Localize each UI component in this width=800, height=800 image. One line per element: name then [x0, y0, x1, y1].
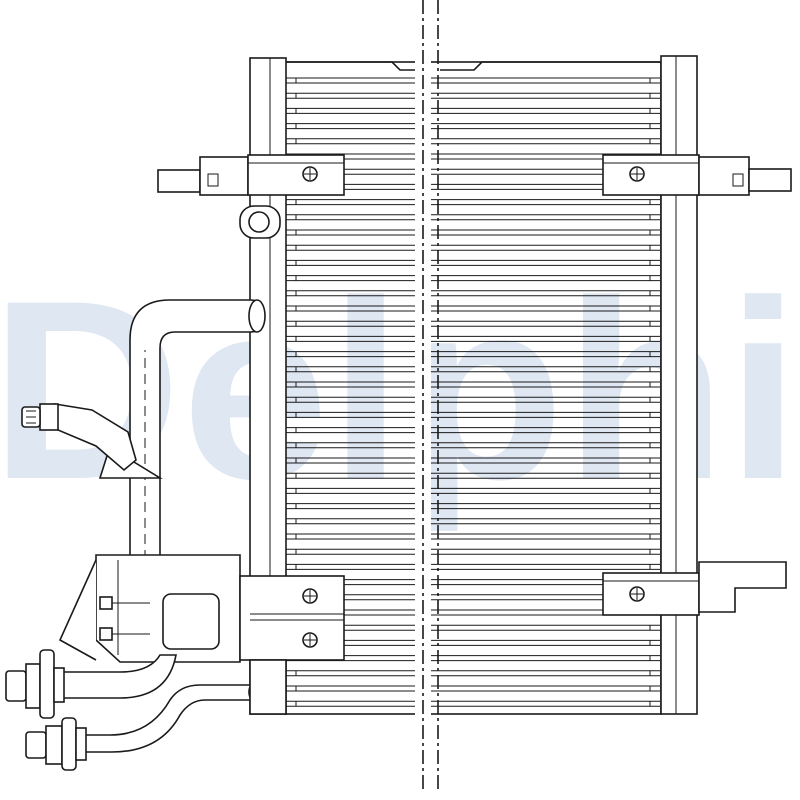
- lower-pipe-fitting: [25, 717, 87, 771]
- centre-break-line: [415, 0, 439, 790]
- upper-pipe-fitting: [5, 649, 65, 719]
- fin-stack: [286, 77, 660, 707]
- rubber-grommet: [239, 205, 281, 239]
- screw-icon: [302, 632, 318, 648]
- bottom-right-mounting-bracket: [602, 561, 787, 616]
- top-right-mounting-bracket: [602, 154, 792, 196]
- service-port: [21, 403, 163, 479]
- inlet-pipe: [129, 299, 266, 561]
- screw-icon: [302, 166, 318, 182]
- bottom-left-mounting-bracket: [239, 575, 345, 661]
- connection-flange-block: [58, 554, 241, 663]
- screw-icon: [629, 586, 645, 602]
- condenser-core: [284, 61, 662, 715]
- screw-icon: [302, 588, 318, 604]
- outlet-pipes: [59, 654, 264, 753]
- screw-icon: [629, 166, 645, 182]
- bottom-left-tank-bracket: [249, 659, 287, 715]
- top-left-mounting-bracket: [157, 154, 345, 196]
